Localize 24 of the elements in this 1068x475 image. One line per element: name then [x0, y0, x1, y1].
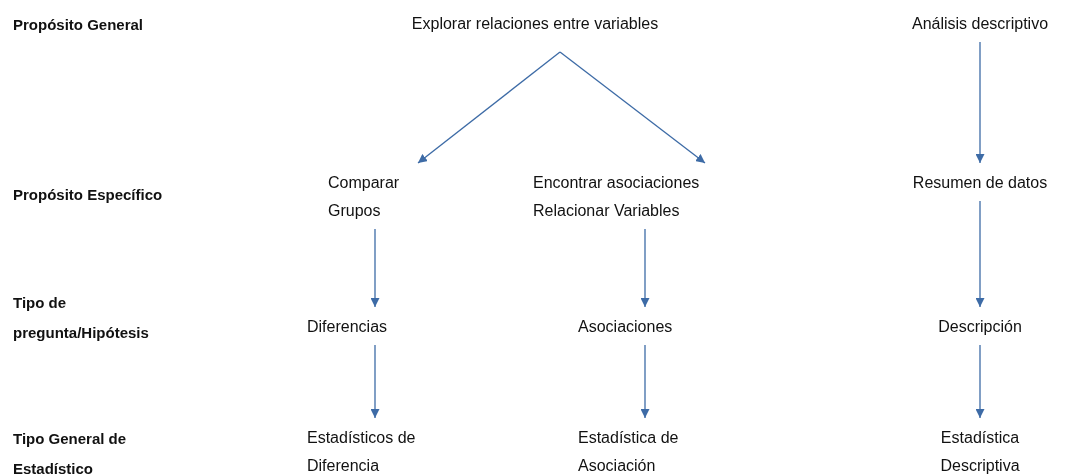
node-text: Comparar Grupos: [328, 173, 401, 221]
arrow: [640, 344, 650, 419]
arrow: [370, 228, 380, 308]
arrow: [975, 344, 985, 419]
arrow: [975, 200, 985, 308]
node-text: Asociaciones: [578, 317, 673, 337]
arrow: [640, 228, 650, 308]
node-text: Estadísticos de Diferencia: [307, 428, 417, 475]
node-text: Estadística Descriptiva: [939, 428, 1021, 475]
node-text: Encontrar asociaciones Relacionar Variables: [533, 173, 701, 221]
node-text: Estadística de Asociación: [578, 428, 680, 475]
row-label: Propósito General: [13, 15, 145, 35]
arrow: [417, 51, 561, 164]
node-text: Resumen de datos: [912, 173, 1048, 193]
arrow: [559, 51, 706, 164]
row-label: Tipo de pregunta/Hipótesis: [13, 293, 150, 343]
node-text: Análisis descriptivo: [911, 14, 1049, 34]
node-text: Explorar relaciones entre variables: [411, 14, 659, 34]
row-label: Tipo General de Estadístico: [13, 429, 128, 475]
arrow: [370, 344, 380, 419]
arrow: [975, 41, 985, 164]
node-text: Diferencias: [307, 317, 388, 337]
row-label: Propósito Específico: [13, 185, 164, 205]
node-text: Descripción: [938, 317, 1022, 337]
